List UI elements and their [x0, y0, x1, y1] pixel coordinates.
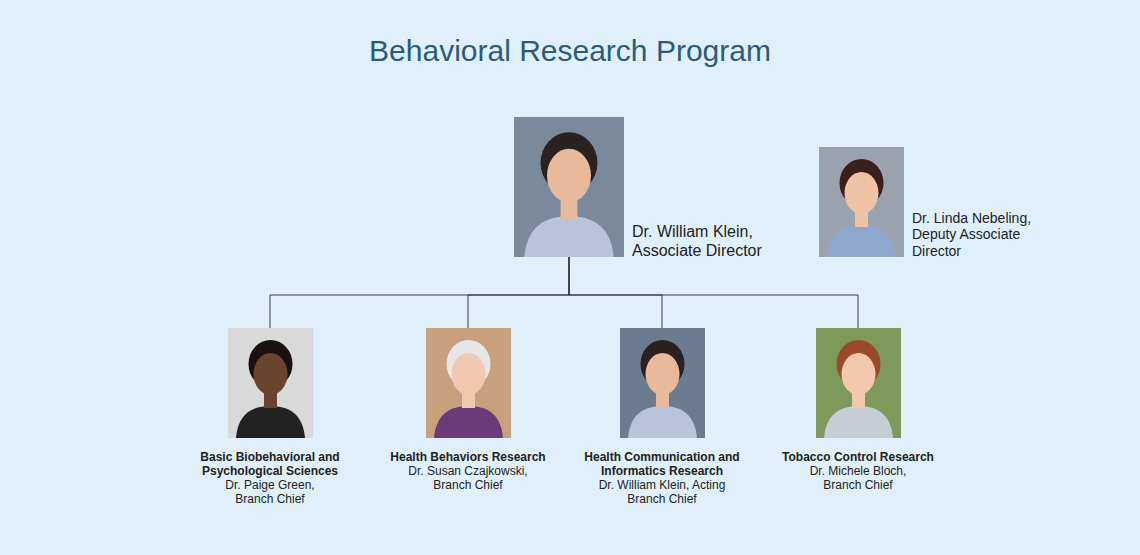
person-name: Dr. Michele Bloch, Branch Chief	[793, 464, 923, 492]
director-node: Dr. William Klein, Associate Director	[514, 117, 782, 257]
portrait-photo	[514, 117, 624, 257]
person-name: Dr. Susan Czajkowski, Branch Chief	[403, 464, 533, 492]
branch-node: Health Communication and Informatics Res…	[572, 328, 752, 506]
portrait-photo	[819, 147, 904, 257]
person-name: Dr. Linda Nebeling, Deputy Associate Dir…	[912, 210, 1047, 260]
branch-name: Health Behaviors Research	[390, 450, 545, 464]
portrait-photo	[816, 328, 901, 438]
person-name: Dr. Paige Green, Branch Chief	[205, 478, 335, 506]
portrait-photo	[426, 328, 511, 438]
branch-node: Health Behaviors ResearchDr. Susan Czajk…	[378, 328, 558, 492]
director-node: Dr. Linda Nebeling, Deputy Associate Dir…	[819, 147, 1047, 257]
branch-name: Health Communication and Informatics Res…	[577, 450, 747, 478]
org-connector	[468, 257, 569, 328]
org-connector	[270, 257, 569, 328]
branch-node: Basic Biobehavioral and Psychological Sc…	[180, 328, 360, 506]
portrait-photo	[228, 328, 313, 438]
org-connector	[569, 257, 662, 328]
portrait-photo	[620, 328, 705, 438]
person-name: Dr. William Klein, Associate Director	[632, 222, 782, 260]
branch-name: Tobacco Control Research	[782, 450, 934, 464]
diagram-title: Behavioral Research Program	[0, 34, 1140, 68]
org-connector	[569, 257, 858, 328]
person-name: Dr. William Klein, Acting Branch Chief	[597, 478, 727, 506]
branch-name: Basic Biobehavioral and Psychological Sc…	[185, 450, 355, 478]
branch-node: Tobacco Control ResearchDr. Michele Bloc…	[768, 328, 948, 492]
